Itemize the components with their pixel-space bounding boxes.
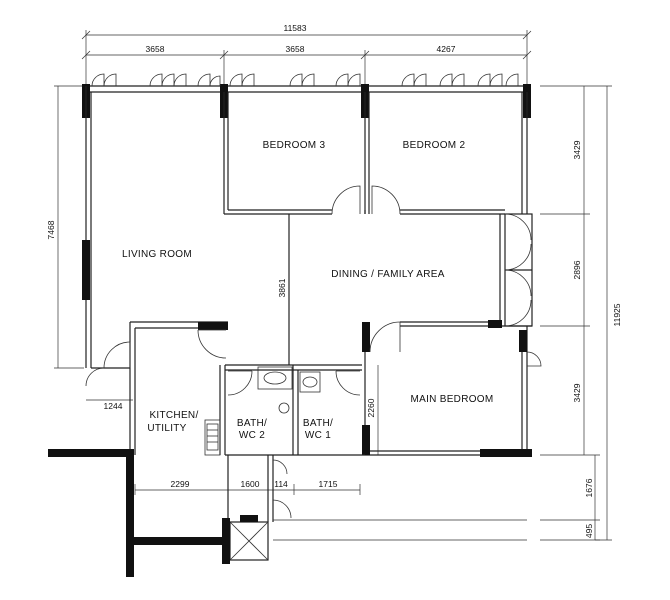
dim-living-depth: 3861 <box>277 278 287 297</box>
label-living-room: LIVING ROOM <box>122 249 192 260</box>
dim-right-bot: 3429 <box>572 383 582 402</box>
dim-top-mid: 3658 <box>286 44 305 54</box>
dim-left-height: 7468 <box>46 220 56 239</box>
dimension-labels: 11583 3658 3658 4267 7468 3429 2896 3429… <box>46 23 622 538</box>
label-bath-1-line-1: BATH/ <box>303 418 333 429</box>
dim-total-width: 11583 <box>283 23 306 33</box>
windows <box>91 73 519 87</box>
dim-right-mid: 2896 <box>572 260 582 279</box>
dim-bottom-2: 1600 <box>241 479 260 489</box>
dim-bath-height: 2260 <box>366 398 376 417</box>
label-kitchen-line-2: UTILITY <box>147 423 186 434</box>
doors <box>85 185 542 519</box>
dim-right-top: 3429 <box>572 140 582 159</box>
dim-bay: 1244 <box>104 401 123 411</box>
label-bedroom-2: BEDROOM 2 <box>403 140 466 151</box>
label-bath-1-line-2: WC 1 <box>305 430 331 441</box>
dim-top-left: 3658 <box>146 44 165 54</box>
walls <box>48 84 533 577</box>
label-bath-2-line-2: WC 2 <box>239 430 265 441</box>
dim-right-bottom: 495 <box>584 524 594 538</box>
dim-bottom-4: 1715 <box>319 479 338 489</box>
label-kitchen-line-1: KITCHEN/ <box>149 410 198 421</box>
label-bath-2-line-1: BATH/ <box>237 418 267 429</box>
dim-bottom-1: 2299 <box>171 479 190 489</box>
dim-right-total: 11925 <box>612 303 622 326</box>
dim-bottom-3: 114 <box>274 479 288 489</box>
label-bedroom-3: BEDROOM 3 <box>263 140 326 151</box>
room-labels: BEDROOM 3 BEDROOM 2 LIVING ROOM DINING /… <box>122 140 493 441</box>
dim-right-low: 1676 <box>584 478 594 497</box>
label-main-bedroom: MAIN BEDROOM <box>410 394 493 405</box>
dim-top-right: 4267 <box>437 44 456 54</box>
label-dining-family-area: DINING / FAMILY AREA <box>331 269 444 280</box>
